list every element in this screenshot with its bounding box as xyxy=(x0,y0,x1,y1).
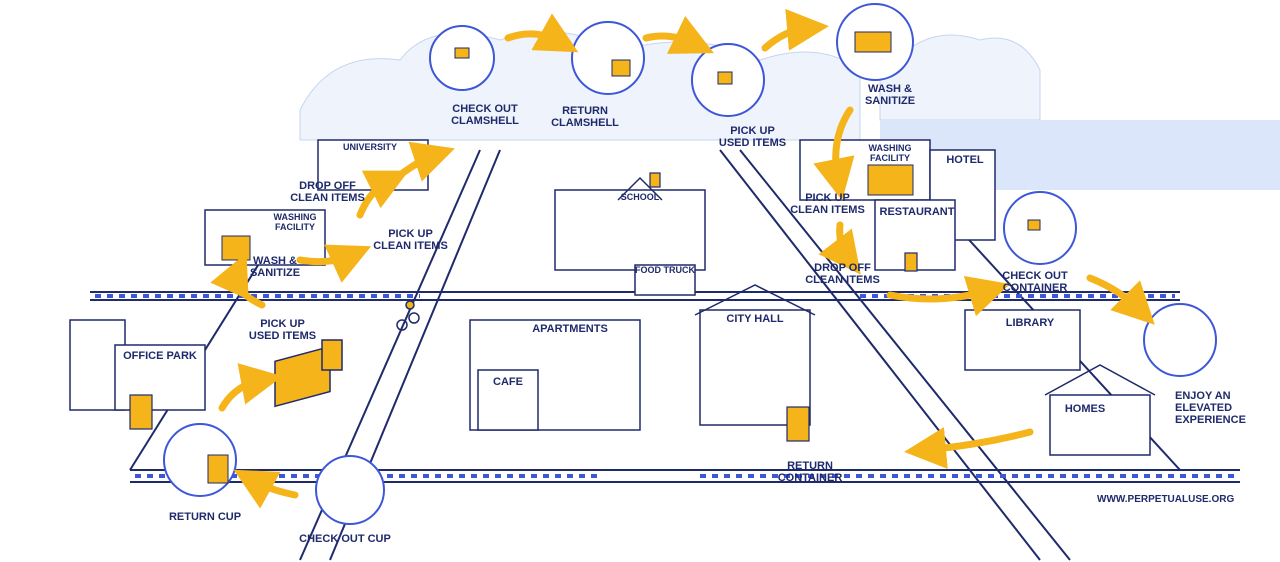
step-label-wash-sanitize-left: WASH & SANITIZE xyxy=(245,255,305,279)
building-label-washing-facility-left: WASHING FACILITY xyxy=(260,212,330,232)
building-label-city-hall: CITY HALL xyxy=(710,313,800,325)
step-label-pick-up-used-items-left: PICK UP USED ITEMS xyxy=(240,318,325,342)
step-label-pick-up-clean-items-right: PICK UP CLEAN ITEMS xyxy=(785,192,870,216)
building-label-cafe: CAFE xyxy=(478,376,538,388)
building-label-office-park: OFFICE PARK xyxy=(115,350,205,362)
step-label-pick-up-clean-items-left: PICK UP CLEAN ITEMS xyxy=(368,228,453,252)
washing-door-right xyxy=(868,165,913,195)
step-label-return-cup: RETURN CUP xyxy=(160,511,250,523)
step-label-drop-off-clean-items-left: DROP OFF CLEAN ITEMS xyxy=(285,180,370,204)
building-label-homes: HOMES xyxy=(1055,403,1115,415)
step-label-check-out-clamshell: CHECK OUT CLAMSHELL xyxy=(445,103,525,127)
building-label-school: SCHOOL xyxy=(610,192,670,202)
building-label-apartments: APARTMENTS xyxy=(520,323,620,335)
building-label-university: UNIVERSITY xyxy=(330,142,410,152)
step-label-pick-up-used-items-top: PICK UP USED ITEMS xyxy=(710,125,795,149)
website-url: WWW.PERPETUALUSE.ORG xyxy=(1097,494,1234,505)
building-label-food-truck: FOOD TRUCK xyxy=(630,265,700,275)
step-label-return-container: RETURN CONTAINER xyxy=(770,460,850,484)
step-label-check-out-cup: CHECK OUT CUP xyxy=(290,533,400,545)
building-label-restaurant: RESTAURANT xyxy=(872,206,962,218)
building-label-hotel: HOTEL xyxy=(935,154,995,166)
delivery-truck xyxy=(275,340,342,406)
building-label-washing-facility-right: WASHING FACILITY xyxy=(855,143,925,163)
step-label-drop-off-clean-items-right: DROP OFF CLEAN ITEMS xyxy=(800,262,885,286)
building-label-library: LIBRARY xyxy=(990,317,1070,329)
step-label-return-clamshell: RETURN CLAMSHELL xyxy=(545,105,625,129)
step-label-check-out-container: CHECK OUT CONTAINER xyxy=(990,270,1080,294)
step-label-enjoy-experience: ENJOY AN ELEVATED EXPERIENCE xyxy=(1175,390,1255,426)
step-label-wash-sanitize-top: WASH & SANITIZE xyxy=(855,83,925,107)
